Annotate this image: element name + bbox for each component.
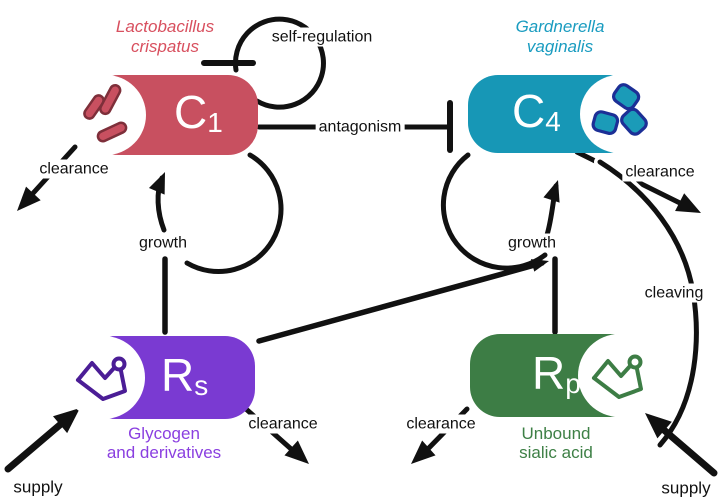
resource-name-sialic-acid: Unbound sialic acid <box>519 424 593 462</box>
growth-loop-c1 <box>148 152 284 335</box>
bacillus-rods-icon <box>83 84 128 143</box>
species-name-lactobacillus: Lactobacillus crispatus <box>115 17 215 56</box>
sugar-ring-icon <box>591 354 643 399</box>
antagonism-label: antagonism <box>315 117 405 137</box>
compartment-rs-sugar-window <box>62 336 145 419</box>
compartment-c1-cell-window <box>66 75 146 155</box>
supply-right-label: supply <box>661 478 711 498</box>
rs-subscript: s <box>194 370 209 401</box>
resource-name-glycogen: Glycogen and derivatives <box>106 424 222 462</box>
coccus-squares-icon <box>591 83 648 136</box>
sugar-ring-icon <box>75 356 127 401</box>
c4-symbol: C <box>512 85 546 137</box>
rs-symbol: R <box>161 349 195 401</box>
rp-subscript: p <box>565 368 581 399</box>
growth-left-label: growth <box>135 233 191 253</box>
clearance-c1-label: clearance <box>36 159 112 179</box>
cleaving-label: cleaving <box>641 283 707 303</box>
clearance-c1-arrow <box>17 144 78 211</box>
species-name-gardnerella: Gardnerella vaginalis <box>515 17 605 56</box>
rp-symbol: R <box>532 347 566 399</box>
clearance-c4-label: clearance <box>622 162 698 182</box>
growth-right-label: growth <box>504 233 560 253</box>
c1-symbol: C <box>174 86 208 138</box>
self-regulation-label: self-regulation <box>268 27 376 47</box>
clearance-rs-label: clearance <box>245 414 321 434</box>
supply-rs-arrow <box>4 408 80 473</box>
compartment-rp-sugar-window <box>578 334 661 417</box>
supply-rp-arrow <box>645 413 718 477</box>
rs-to-c4-growth-line <box>256 259 549 344</box>
c4-subscript: 4 <box>545 106 561 137</box>
compartment-c4-cell-window <box>580 75 658 153</box>
c1-subscript: 1 <box>207 107 223 138</box>
clearance-rp-label: clearance <box>403 414 479 434</box>
supply-left-label: supply <box>13 477 63 497</box>
